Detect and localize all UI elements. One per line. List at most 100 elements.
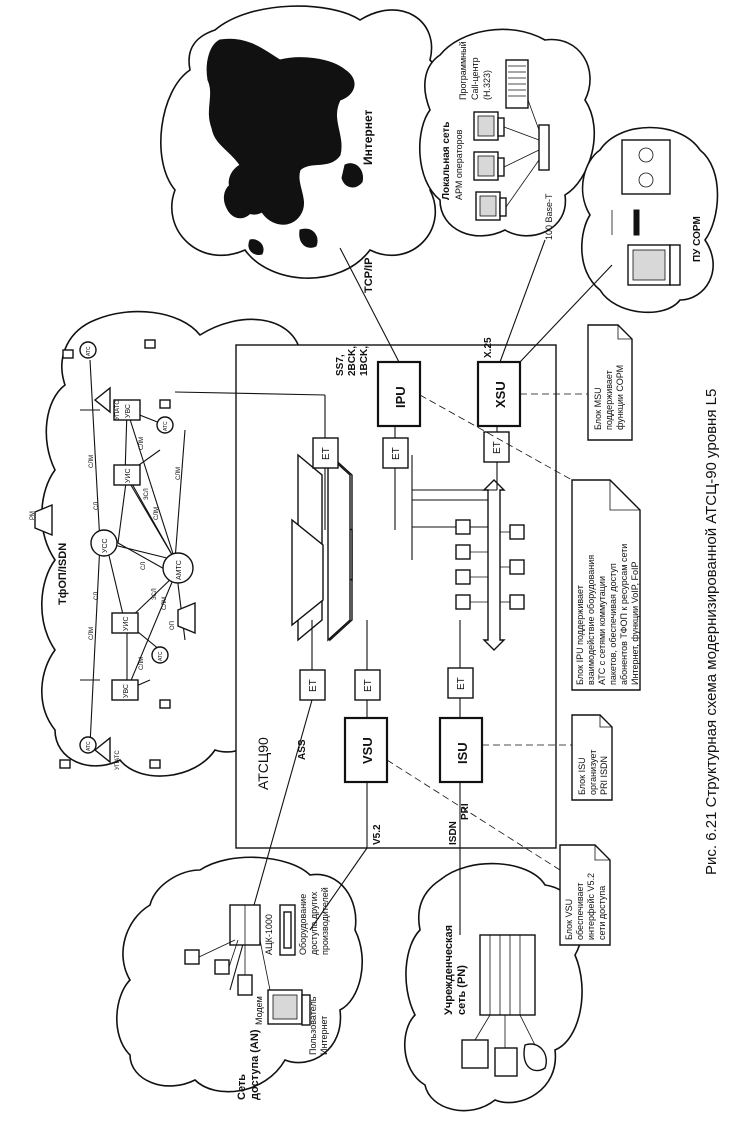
- access-phones: [184, 939, 271, 996]
- pstn-ats-top-right: АТС: [156, 416, 174, 434]
- svg-text:Блок MSU: Блок MSU: [593, 387, 603, 430]
- svg-text:функции СОРМ: функции СОРМ: [615, 365, 625, 430]
- pn-title-1: Учрежденческая: [443, 925, 455, 1015]
- pstn-uvs-top: УВС: [113, 399, 141, 421]
- pstn-link-labels: СЛ СЛМ СЛМ ЗСЛ СЛМ СЛ ЗСЛ СЛМ СЛ СЛМ СЛМ…: [89, 437, 182, 670]
- svg-text:SS7,: SS7,: [335, 354, 346, 376]
- svg-text:РМ: РМ: [30, 511, 36, 520]
- svg-text:СЛ: СЛ: [141, 562, 147, 570]
- pn-title-2: сеть (PN): [456, 965, 468, 1015]
- note-msu: Блок MSU поддерживает функции СОРМ: [587, 324, 633, 441]
- svg-text:СЛ: СЛ: [94, 502, 100, 510]
- pstn-ats-bottom-left: АТС: [79, 736, 97, 754]
- svg-text:организует: организует: [588, 750, 598, 795]
- svg-text:СЛМ: СЛМ: [154, 507, 160, 520]
- access-equipment-label-1: Оборудование: [298, 894, 308, 955]
- internet-label: Интернет: [361, 109, 375, 165]
- block-vsu: VSU: [343, 716, 389, 784]
- pstn-uvs-bottom: УВС: [111, 679, 139, 701]
- et-ss7: ET: [312, 437, 339, 469]
- pstn-title: ТфОП/ISDN: [57, 543, 69, 605]
- lan-cloud: [418, 28, 595, 237]
- svg-text:ASS: ASS: [297, 739, 308, 760]
- lan-arm-label: АРМ операторов: [454, 129, 464, 200]
- svg-text:ET: ET: [308, 679, 319, 692]
- et-ipu: ET: [382, 437, 409, 469]
- lan-title: Локальная сеть: [441, 122, 452, 200]
- block-xsu: XSU: [476, 360, 522, 428]
- svg-text:СЛМ: СЛМ: [176, 467, 182, 480]
- svg-text:ISU: ISU: [455, 742, 470, 764]
- pstn-uis-bottom: УИС: [111, 612, 139, 634]
- pstn-ats-bottom-right: АТС: [151, 646, 169, 664]
- sorm-cloud: [581, 126, 719, 314]
- world-map: [206, 38, 364, 255]
- sorm-title: ПУ СОРМ: [692, 216, 703, 262]
- access-title-2: доступа (AN): [249, 1029, 261, 1100]
- et-xsu: ET: [483, 431, 510, 463]
- switching-field-frames: [291, 453, 351, 642]
- et-ass: ET: [299, 669, 326, 701]
- svg-text:АТС: АТС: [86, 346, 92, 356]
- atsc90-frame: [235, 344, 557, 849]
- svg-text:ET: ET: [492, 441, 503, 454]
- svg-text:обеспечивает: обеспечивает: [575, 883, 585, 940]
- et-isu: ET: [447, 667, 474, 699]
- et-vsu: ET: [354, 669, 381, 701]
- svg-text:V5.2: V5.2: [372, 824, 383, 845]
- lan-links: [503, 99, 540, 208]
- lan-callcenter-label-1: Программный: [458, 41, 468, 100]
- svg-text:Блок IPU поддерживает: Блок IPU поддерживает: [575, 585, 585, 685]
- note-isu: Блок ISU организует PRI ISDN: [571, 714, 613, 801]
- modem-label: Модем: [254, 996, 264, 1025]
- svg-text:ЗСЛ: ЗСЛ: [144, 488, 150, 500]
- pstn-uis-top: УИС: [113, 464, 141, 486]
- exchange-connections: [311, 426, 498, 718]
- svg-text:АТС с сетями коммутации: АТС с сетями коммутации: [597, 576, 607, 685]
- ack-1000-label: АЦК-1000: [264, 914, 274, 955]
- svg-text:поддерживает: поддерживает: [604, 370, 614, 430]
- svg-text:СЛ: СЛ: [94, 592, 100, 600]
- svg-text:PRI ISDN: PRI ISDN: [599, 756, 609, 795]
- svg-text:ISDN: ISDN: [448, 821, 459, 845]
- svg-text:ОП: ОП: [170, 621, 176, 630]
- access-equipment-label-3: производителей: [320, 887, 330, 955]
- pstn-ats-top-left: АТС: [79, 341, 97, 359]
- pstn-rm-terminal: РМ: [30, 503, 53, 537]
- internet-user-label-1: Пользователь: [308, 996, 318, 1055]
- svg-text:АТС: АТС: [158, 651, 164, 661]
- pstn-op-terminal: ОП: [170, 601, 196, 635]
- pn-terminals: [461, 1014, 547, 1077]
- figure-caption: Рис. 6.21 Структурная схема модернизиров…: [703, 389, 720, 875]
- svg-text:СЛМ: СЛМ: [162, 597, 168, 610]
- svg-text:УПАТС: УПАТС: [115, 400, 121, 420]
- svg-text:ET: ET: [321, 447, 332, 460]
- svg-text:Блок ISU: Блок ISU: [577, 757, 587, 795]
- pstn-upats-top: УПАТС: [93, 386, 121, 420]
- svg-text:интерфейс V5.2: интерфейс V5.2: [586, 873, 596, 940]
- svg-text:СЛМ: СЛМ: [89, 627, 95, 640]
- svg-text:УСС: УСС: [102, 538, 109, 553]
- svg-text:абонентов ТФОП к ресурсам сети: абонентов ТФОП к ресурсам сети: [619, 544, 629, 685]
- note-vsu: Блок VSU обеспечивает интерфейс V5.2 сет…: [559, 844, 611, 946]
- ack-1000-rack: [229, 904, 296, 956]
- pstn-uss: УСС: [90, 529, 118, 557]
- internet-user-pc: [267, 989, 311, 1026]
- atsc90-title: АТСЦ90: [255, 737, 271, 790]
- svg-text:TCP/IP: TCP/IP: [363, 258, 375, 293]
- svg-text:PRI: PRI: [460, 803, 471, 820]
- svg-text:2BCK,: 2BCK,: [347, 346, 358, 376]
- operator-workstation: [473, 111, 507, 221]
- svg-text:X.25: X.25: [483, 337, 494, 358]
- pstn-upats-bottom: УПАТС: [93, 736, 121, 770]
- lan-ethernet-label: 100 Base-T: [544, 193, 554, 240]
- svg-text:АМТС: АМТС: [176, 560, 183, 580]
- svg-text:УИС: УИС: [125, 468, 132, 483]
- svg-text:АТС: АТС: [163, 421, 169, 431]
- note-ipu-pointer: [419, 394, 573, 481]
- call-center-server: [505, 59, 529, 109]
- svg-text:ET: ET: [456, 677, 467, 690]
- svg-text:пакетов, обеспечивая доступ: пакетов, обеспечивая доступ: [608, 563, 618, 685]
